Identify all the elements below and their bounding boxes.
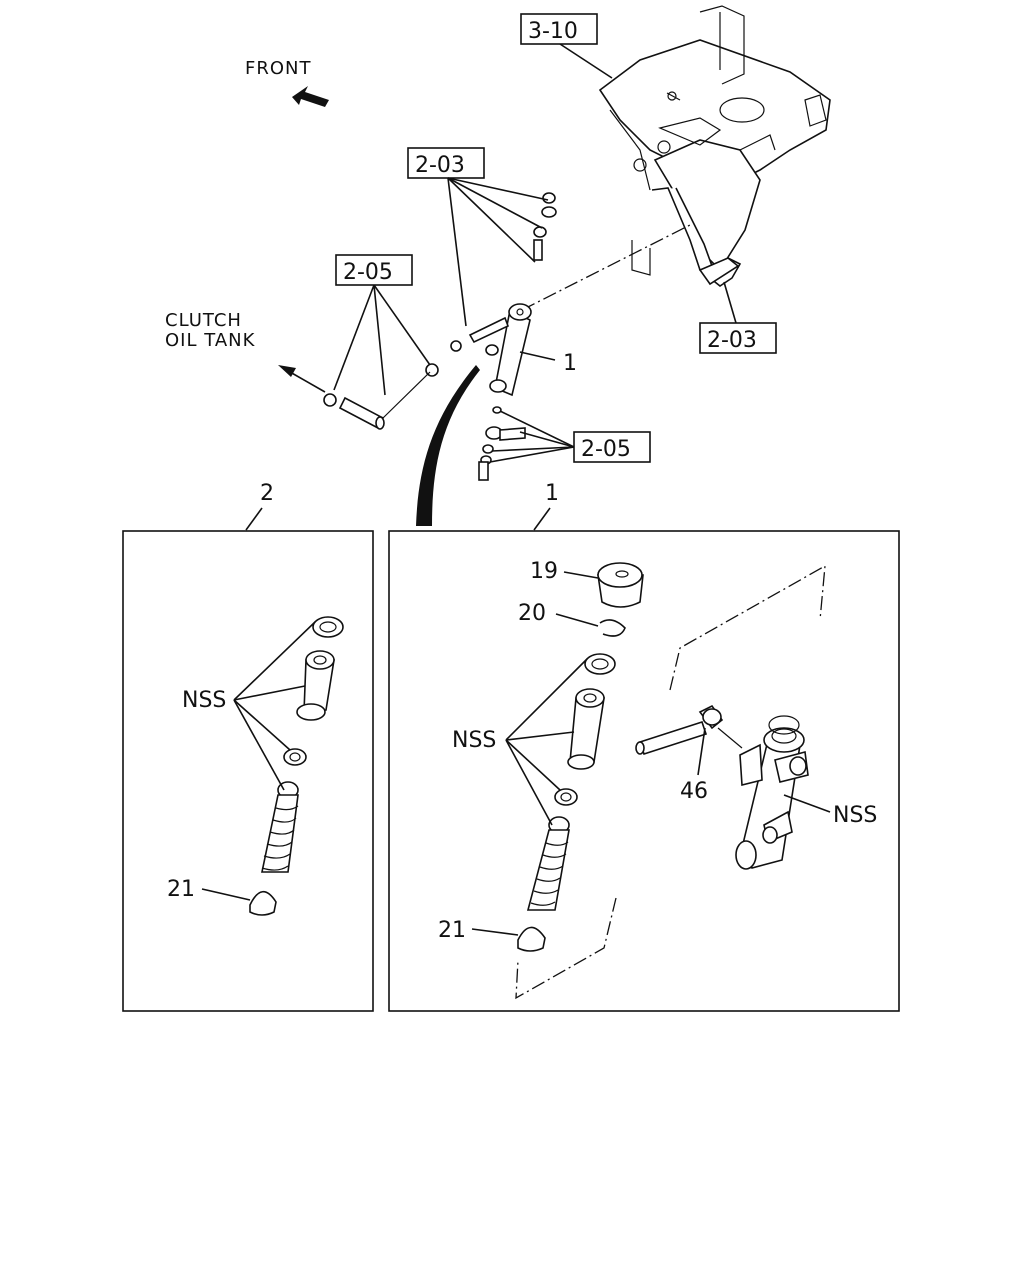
ref-box-2-03-top xyxy=(407,147,485,179)
box1-lower-dash-frame xyxy=(515,897,617,1000)
repair-kit-box-2 xyxy=(122,530,374,1012)
ref-box-2-05-left xyxy=(335,254,413,286)
part-19-label: 19 xyxy=(530,559,558,584)
part-20-label: 20 xyxy=(518,601,546,626)
part-21-label-box1: 21 xyxy=(438,918,466,943)
hose-fitting-46 xyxy=(635,704,743,756)
box1-cylinder-body xyxy=(735,715,809,870)
clutch-oil-tank-label-line1: CLUTCH xyxy=(165,310,242,331)
lower-banjo-fittings xyxy=(478,406,526,481)
ref-2-05-right-label: 2-05 xyxy=(581,437,631,462)
master-cylinder xyxy=(468,303,532,397)
repair-kit-box-1 xyxy=(388,530,900,1012)
ref-box-2-03-right xyxy=(699,322,777,354)
explode-arrow xyxy=(416,365,480,526)
ref-2-03-top-label: 2-03 xyxy=(415,153,465,178)
arrow-to-oil-tank-icon xyxy=(278,365,296,377)
part-21-label-box2: 21 xyxy=(167,877,195,902)
box1-number: 1 xyxy=(545,481,559,506)
ref-2-05-left-label: 2-05 xyxy=(343,260,393,285)
box1-left-parts xyxy=(517,562,644,952)
pedal-bracket-assembly xyxy=(598,5,831,287)
top-fitting-bolts xyxy=(450,192,557,352)
nss-label-box1-right: NSS xyxy=(833,803,877,828)
nss-label-box1-left: NSS xyxy=(452,728,496,753)
ref-3-10-label: 3-10 xyxy=(528,19,578,44)
oil-tank-hose xyxy=(323,363,439,430)
ref-box-3-10 xyxy=(520,13,598,45)
box1-upper-dash-frame xyxy=(669,564,826,691)
ref-box-2-05-right xyxy=(573,431,651,463)
front-arrow-icon xyxy=(292,86,329,107)
nss-label-box2: NSS xyxy=(182,688,226,713)
part-46-label: 46 xyxy=(680,779,708,804)
box2-number: 2 xyxy=(260,481,274,506)
box2-parts xyxy=(249,616,344,916)
callout-1-top: 1 xyxy=(563,351,577,376)
ref-2-03-right-label: 2-03 xyxy=(707,328,757,353)
push-rod-centerline xyxy=(521,224,691,311)
front-label: FRONT xyxy=(245,58,312,79)
clutch-oil-tank-label-line2: OIL TANK xyxy=(165,330,256,351)
